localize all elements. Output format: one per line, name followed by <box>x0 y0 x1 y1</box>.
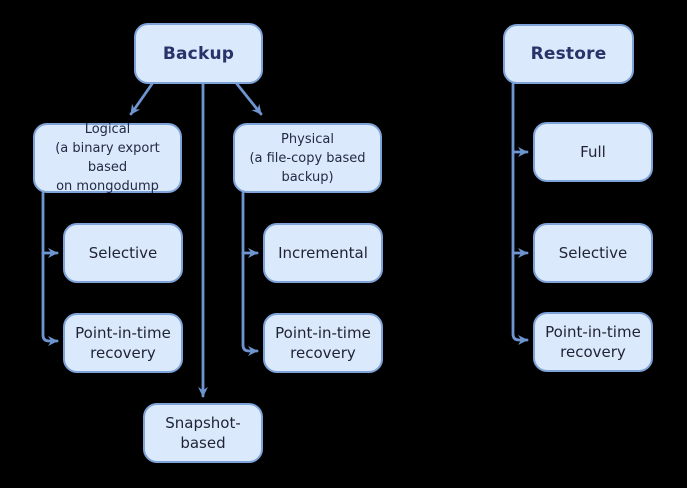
node-point-in-time-physical-label: Point-in-time recovery <box>275 324 371 362</box>
edge-backup-logical <box>129 82 154 116</box>
node-incremental: Incremental <box>263 223 383 283</box>
edge-logical-pit <box>41 191 59 346</box>
node-backup: Backup <box>134 23 263 84</box>
node-point-in-time-restore: Point-in-time recovery <box>533 312 653 372</box>
node-point-in-time-restore-label: Point-in-time recovery <box>545 323 641 361</box>
edge-physical-pit <box>241 191 259 356</box>
node-logical-title: Logical <box>84 122 131 137</box>
node-physical-title: Physical <box>281 131 334 147</box>
node-point-in-time-physical: Point-in-time recovery <box>263 313 383 373</box>
node-selective-logical: Selective <box>63 223 183 283</box>
node-restore-label: Restore <box>530 44 607 64</box>
node-snapshot-based-label: Snapshot- based <box>165 414 241 452</box>
node-incremental-label: Incremental <box>278 244 368 262</box>
edge-backup-physical <box>235 82 263 116</box>
node-selective-logical-label: Selective <box>88 244 158 262</box>
node-full-label: Full <box>580 143 606 161</box>
node-restore: Restore <box>503 24 634 84</box>
node-physical-description: (a file-copy based backup) <box>249 150 366 185</box>
node-selective-restore-label: Selective <box>558 244 628 262</box>
node-snapshot-based: Snapshot- based <box>143 403 263 463</box>
node-logical: Logical (a binary export based on mongod… <box>33 122 182 194</box>
node-selective-restore: Selective <box>533 223 653 283</box>
node-point-in-time-logical: Point-in-time recovery <box>63 313 183 373</box>
node-point-in-time-logical-label: Point-in-time recovery <box>75 324 171 362</box>
node-full: Full <box>533 122 653 182</box>
edge-restore-pit <box>511 82 529 345</box>
node-physical: Physical (a file-copy based backup) <box>233 123 382 193</box>
node-backup-label: Backup <box>162 43 235 64</box>
node-logical-description: (a binary export based on mongodump <box>55 141 160 194</box>
